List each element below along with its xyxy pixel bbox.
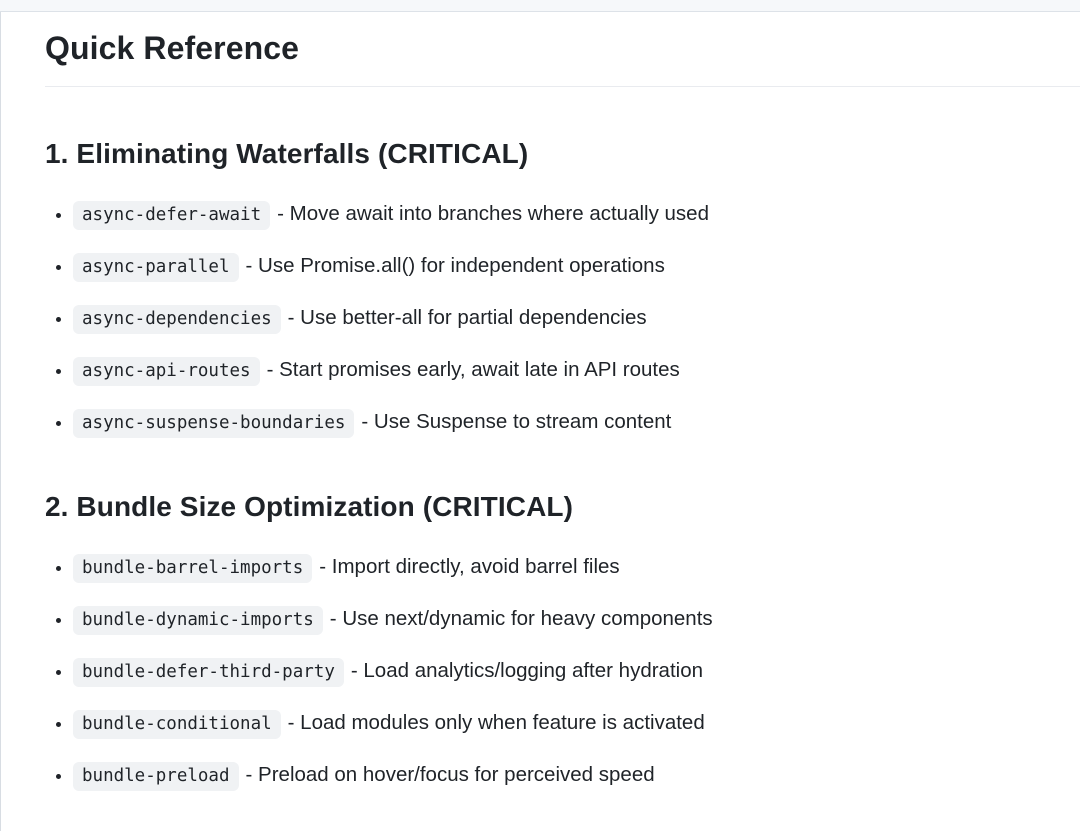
list-item: async-suspense-boundaries - Use Suspense … bbox=[73, 405, 1080, 440]
section-heading-2: 2. Bundle Size Optimization (CRITICAL) bbox=[45, 491, 574, 522]
section-heading-1: 1. Eliminating Waterfalls (CRITICAL) bbox=[45, 138, 529, 169]
rule-code-chip: async-suspense-boundaries bbox=[73, 409, 355, 438]
rule-code-chip: async-parallel bbox=[73, 253, 239, 282]
list-item: async-parallel - Use Promise.all() for in… bbox=[73, 249, 1080, 284]
rule-code-chip: bundle-conditional bbox=[73, 710, 281, 739]
list-item: bundle-defer-third-party - Load analytics… bbox=[73, 654, 1080, 689]
list-item: async-api-routes - Start promises early, … bbox=[73, 353, 1080, 388]
rule-description: - Use Promise.all() for independent oper… bbox=[245, 254, 665, 277]
rule-description: - Load modules only when feature is acti… bbox=[287, 711, 705, 734]
rule-description: - Preload on hover/focus for perceived s… bbox=[245, 763, 655, 786]
list-item: async-dependencies - Use better-all for p… bbox=[73, 301, 1080, 336]
rule-code-chip: bundle-dynamic-imports bbox=[73, 606, 323, 635]
rule-code-chip: async-api-routes bbox=[73, 357, 260, 386]
rule-description: - Use Suspense to stream content bbox=[361, 410, 672, 433]
rule-code-chip: bundle-preload bbox=[73, 762, 239, 791]
rule-description: - Move await into branches where actuall… bbox=[277, 202, 709, 225]
rule-code-chip: async-defer-await bbox=[73, 201, 271, 230]
list-item: async-defer-await - Move await into branc… bbox=[73, 197, 1080, 232]
rule-code-chip: bundle-barrel-imports bbox=[73, 554, 313, 583]
rule-code-chip: async-dependencies bbox=[73, 305, 281, 334]
list-item: bundle-barrel-imports - Import directly, … bbox=[73, 550, 1080, 585]
list-item: bundle-dynamic-imports - Use next/dynamic… bbox=[73, 602, 1080, 637]
section-1-list: async-defer-await - Move await into branc… bbox=[45, 197, 1080, 440]
document-container: Quick Reference 1. Eliminating Waterfall… bbox=[0, 12, 1080, 831]
rule-description: - Use next/dynamic for heavy components bbox=[329, 607, 713, 630]
rule-description: - Load analytics/logging after hydration bbox=[350, 659, 704, 682]
list-item: bundle-preload - Preload on hover/focus f… bbox=[73, 758, 1080, 793]
rule-code-chip: bundle-defer-third-party bbox=[73, 658, 344, 687]
page-top-strip bbox=[0, 0, 1080, 12]
section-2-list: bundle-barrel-imports - Import directly, … bbox=[45, 550, 1080, 793]
list-item: bundle-conditional - Load modules only wh… bbox=[73, 706, 1080, 741]
rule-description: - Start promises early, await late in AP… bbox=[266, 358, 680, 381]
rule-description: - Import directly, avoid barrel files bbox=[319, 555, 620, 578]
page-title: Quick Reference bbox=[45, 12, 1080, 87]
rule-description: - Use better-all for partial dependencie… bbox=[287, 306, 647, 329]
